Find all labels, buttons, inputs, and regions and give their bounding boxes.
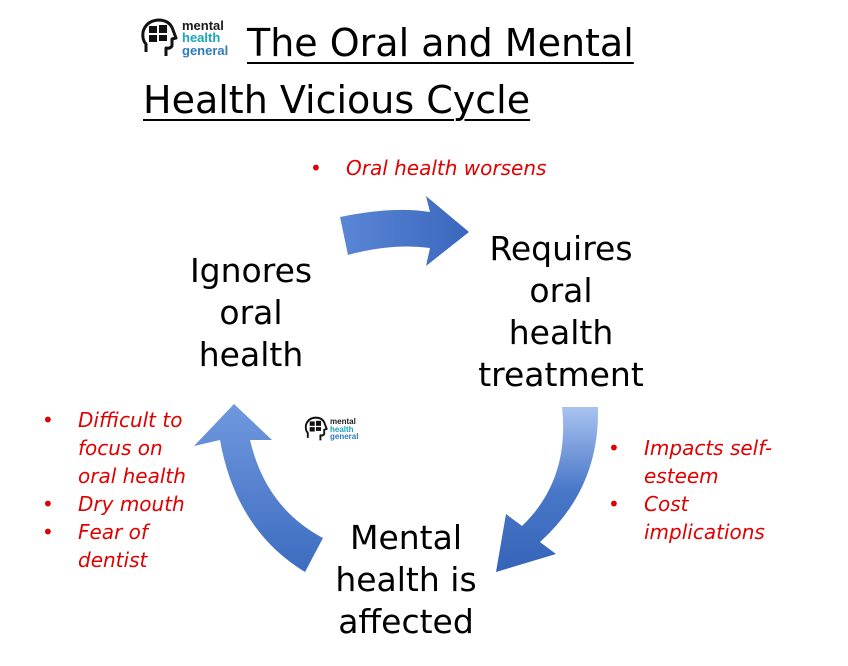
- page-title-line1: The Oral and Mental: [247, 21, 634, 65]
- node-line: Mental: [349, 518, 463, 557]
- head-brain-icon: [304, 416, 328, 441]
- logo-text-general: general: [330, 432, 359, 442]
- arrow-right: [496, 407, 599, 572]
- note-item: Fear of dentist: [42, 518, 202, 574]
- note-item: Cost implications: [608, 490, 788, 546]
- node-line: Requires: [489, 229, 633, 268]
- logo: mental health general: [140, 18, 240, 62]
- arrow-top: [340, 196, 469, 266]
- node-line: oral: [219, 293, 283, 332]
- note-item: Impacts self-esteem: [608, 434, 788, 490]
- arrow-left: [194, 404, 323, 572]
- node-line: oral: [529, 271, 593, 310]
- logo-small: mental health general: [304, 416, 368, 444]
- node-ignores-oral-health: Ignores oral health: [170, 250, 332, 376]
- logo-text-general: general: [182, 42, 229, 58]
- logo-text-mental: mental: [330, 417, 356, 426]
- logo-text-mental: mental: [182, 18, 224, 33]
- node-mental-health-affected: Mental health is affected: [322, 517, 490, 643]
- notes-top: Oral health worsens: [310, 154, 610, 182]
- logo-text-health: health: [330, 424, 354, 434]
- note-item: Oral health worsens: [310, 154, 610, 182]
- node-line: Ignores: [189, 251, 313, 290]
- node-line: treatment: [478, 355, 644, 394]
- node-line: health: [198, 335, 304, 374]
- note-item: Dry mouth: [42, 490, 202, 518]
- page-title-line2: Health Vicious Cycle: [143, 78, 531, 122]
- node-line: health: [508, 313, 614, 352]
- head-brain-icon: [141, 18, 178, 56]
- node-line: health is: [335, 560, 477, 599]
- node-requires-treatment: Requires oral health treatment: [466, 228, 656, 396]
- notes-right: Impacts self-esteem Cost implications: [608, 434, 788, 546]
- note-item: Difficult to focus on oral health: [42, 406, 202, 490]
- node-line: affected: [338, 602, 474, 641]
- notes-left: Difficult to focus on oral health Dry mo…: [42, 406, 202, 574]
- logo-text-health: health: [182, 30, 221, 46]
